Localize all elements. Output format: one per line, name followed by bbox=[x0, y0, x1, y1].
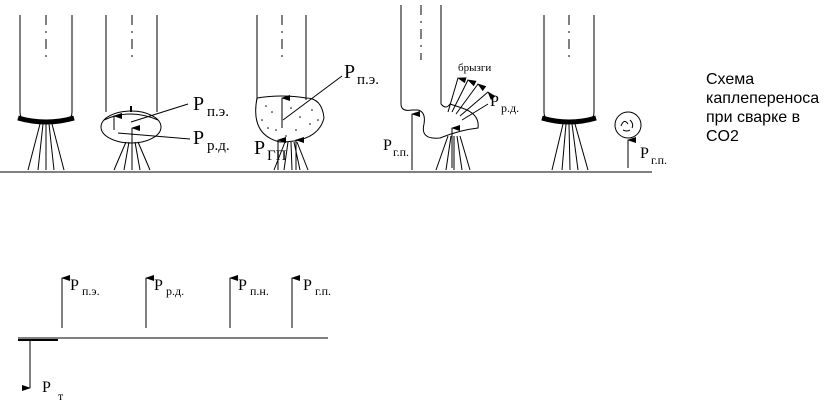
caption-line-1: Схема bbox=[706, 71, 755, 88]
stage-2-droplet bbox=[100, 106, 162, 144]
diagram-caption: Схема каплепереноса при сварке в CO2 bbox=[706, 70, 826, 146]
leader-rd-2 bbox=[461, 103, 489, 121]
legend-item-gravity: P т bbox=[22, 340, 64, 403]
stage-4-droplet bbox=[400, 103, 479, 139]
legend-item-pn: P п.н. bbox=[229, 275, 269, 328]
legend-gravity-symbol: P bbox=[42, 379, 51, 396]
label-gp-symbol-6: P bbox=[640, 145, 649, 162]
caption-line-2: каплепереноса bbox=[706, 90, 820, 107]
label-gp-big-symbol: P bbox=[254, 137, 265, 159]
legend-item-rd: P р.д. bbox=[145, 275, 184, 328]
stage-2-electrode bbox=[103, 15, 159, 121]
label-gp-subscript-6: г.п. bbox=[651, 153, 667, 167]
label-pe-symbol-2: P bbox=[344, 61, 355, 83]
caption-line-4: CO2 bbox=[706, 128, 739, 145]
legend-gp-subscript: г.п. bbox=[315, 284, 331, 298]
label-gp-subscript-4: г.п. bbox=[393, 145, 409, 159]
label-rd-symbol: P bbox=[193, 127, 204, 149]
legend-item-pe: P п.э. bbox=[61, 275, 100, 328]
leader-rd-1 bbox=[117, 132, 191, 140]
label-gp-symbol-4: P bbox=[383, 137, 392, 154]
leader-pe-2 bbox=[282, 75, 343, 121]
label-spatter: брызги bbox=[458, 62, 491, 74]
label-gp-big-subscript: ГП bbox=[267, 148, 287, 164]
label-pe-subscript-2: п.э. bbox=[357, 72, 379, 88]
label-rd-subscript: р.д. bbox=[207, 138, 230, 154]
legend-rd-symbol: P bbox=[154, 277, 163, 294]
legend-pn-symbol: P bbox=[238, 277, 247, 294]
stage-1-arc bbox=[27, 123, 65, 171]
stage-3-droplet bbox=[255, 95, 325, 143]
legend-item-gp: P г.п. bbox=[291, 275, 331, 328]
label-pe-subscript: п.э. bbox=[207, 104, 229, 120]
force-legend: P п.э. P р.д. P п.н. P г.п. P т bbox=[18, 275, 331, 403]
legend-pe-subscript: п.э. bbox=[82, 284, 100, 298]
stage-5-arc bbox=[551, 123, 589, 171]
stage-4-arc bbox=[435, 125, 471, 171]
legend-pe-symbol: P bbox=[70, 277, 79, 294]
stage-2-arc bbox=[113, 125, 151, 171]
stage-4-electrode bbox=[400, 5, 442, 104]
label-rd-subscript-2: р.д. bbox=[501, 101, 519, 115]
legend-gp-symbol: P bbox=[303, 277, 312, 294]
label-pe-symbol: P bbox=[193, 93, 204, 115]
leader-pe-1 bbox=[130, 103, 189, 123]
label-rd-symbol-2: P bbox=[490, 93, 499, 110]
legend-rd-subscript: р.д. bbox=[166, 284, 184, 298]
stage-1-electrode bbox=[17, 15, 75, 125]
legend-gravity-subscript: т bbox=[58, 389, 64, 403]
caption-line-3: при сварке в bbox=[706, 109, 801, 126]
spatter-arrows bbox=[447, 77, 496, 117]
stage-3-arc bbox=[273, 137, 309, 171]
stage-5-electrode bbox=[541, 15, 597, 125]
legend-pn-subscript: п.н. bbox=[250, 284, 269, 298]
free-droplet bbox=[614, 111, 642, 168]
stage-3-electrode bbox=[256, 15, 307, 100]
